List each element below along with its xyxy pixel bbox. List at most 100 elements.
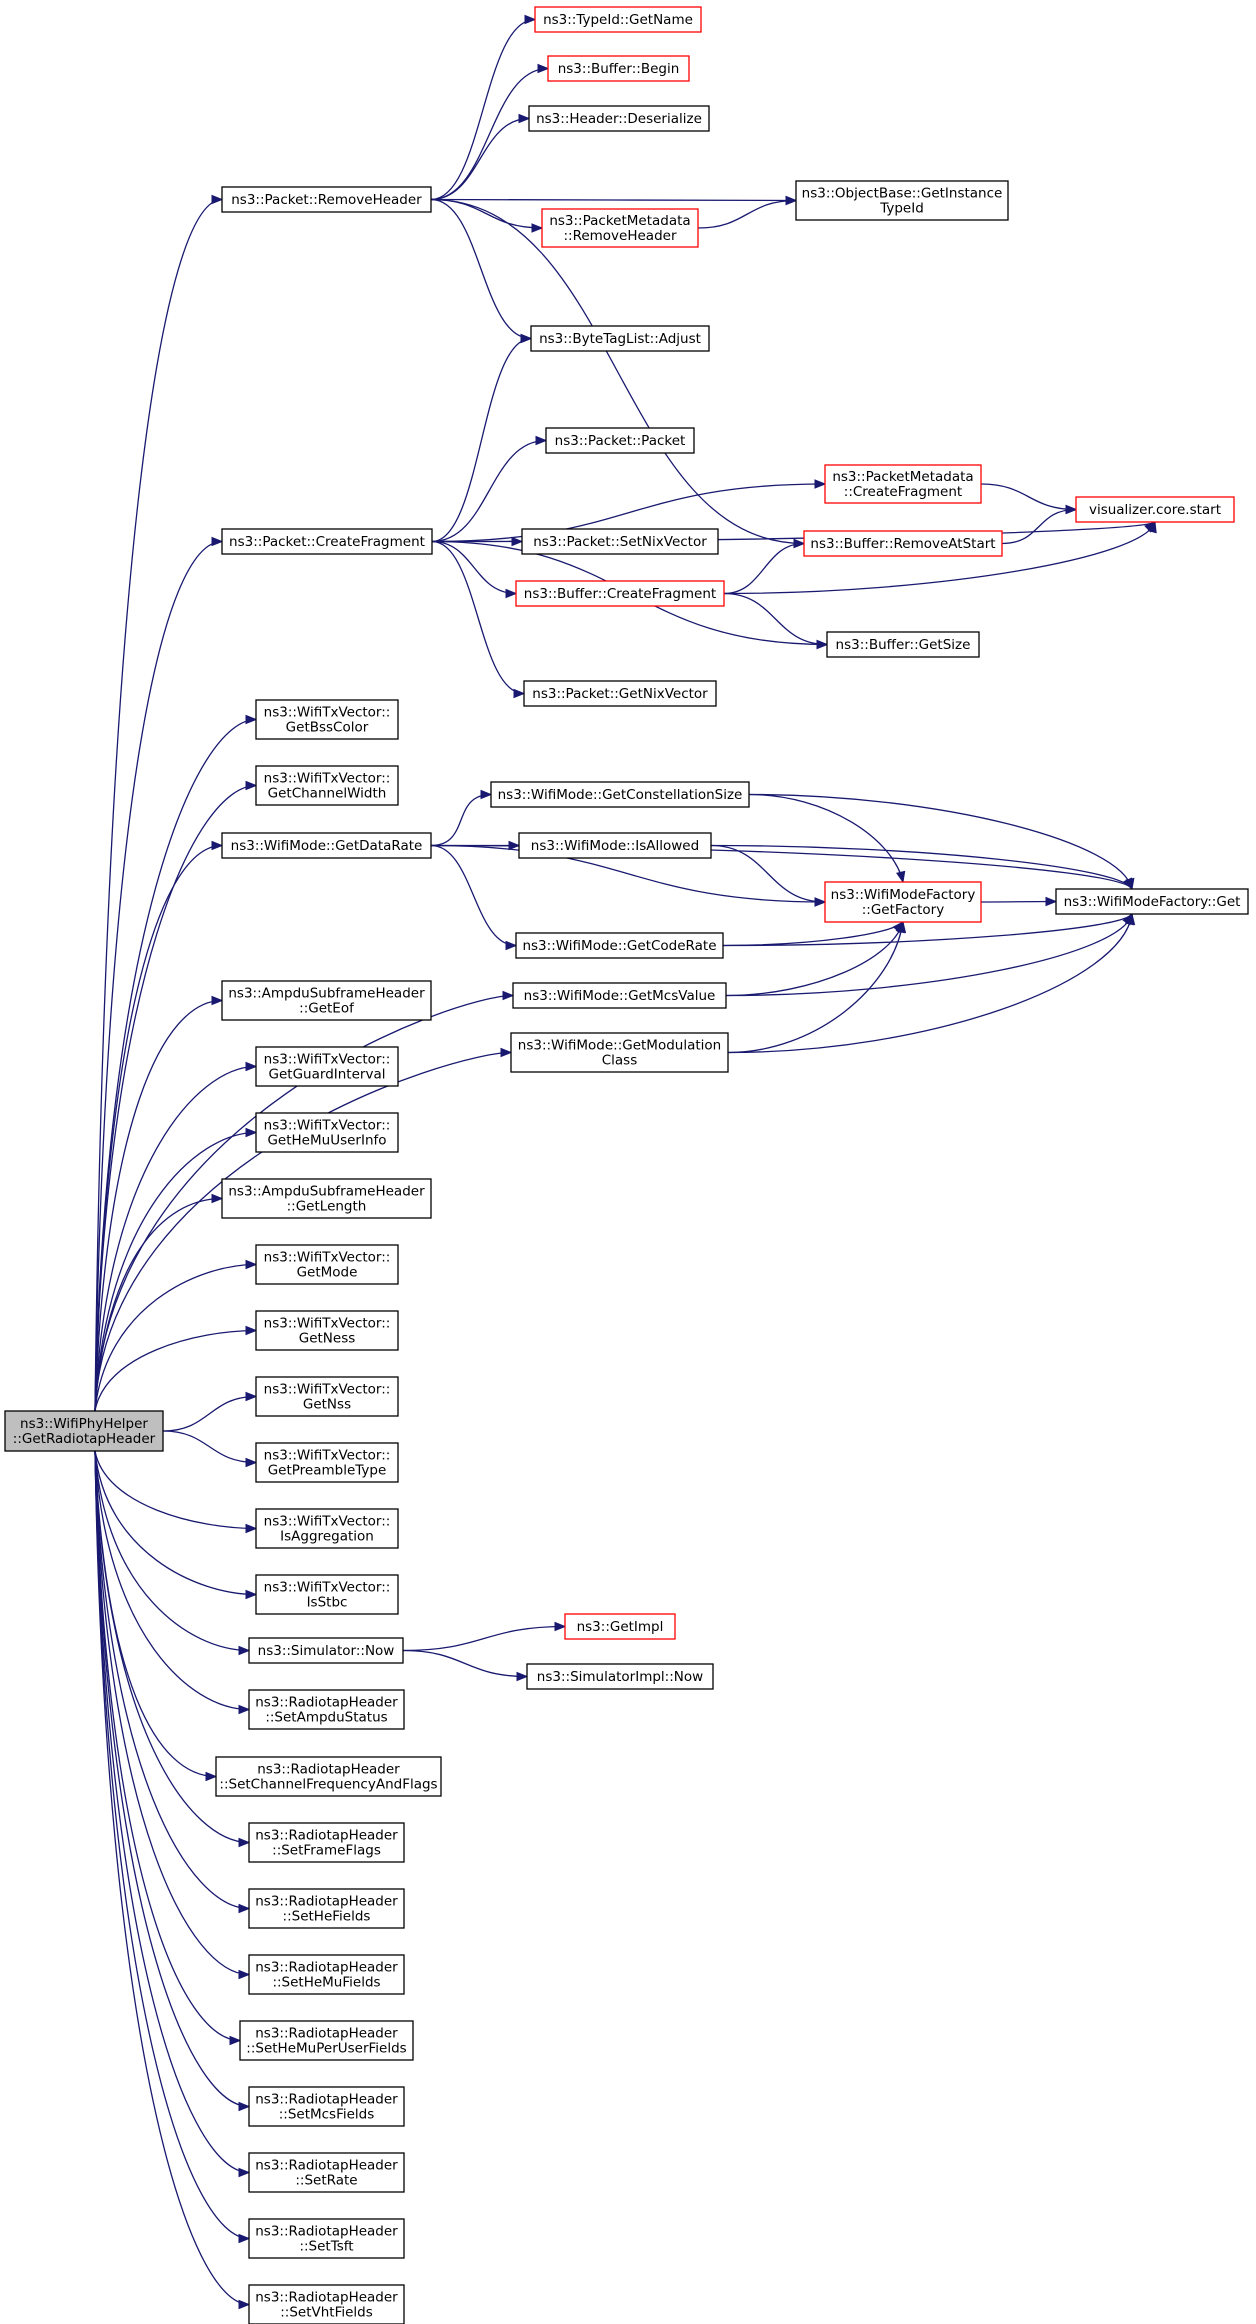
edge-wifimode-getmodulationclass-to-wifimodefactory-get xyxy=(727,913,1133,1054)
node-rh-settsft[interactable]: ns3::RadiotapHeader::SetTsft xyxy=(248,2218,405,2259)
node-rh-setmcsfields[interactable]: ns3::RadiotapHeader::SetMcsFields xyxy=(248,2086,405,2127)
arrowhead xyxy=(229,2035,242,2046)
node-packet-setnixvector[interactable]: ns3::Packet::SetNixVector xyxy=(521,528,719,555)
arrowhead xyxy=(1045,896,1058,907)
node-label: ns3::WifiTxVector:: xyxy=(264,1250,391,1266)
node-label: ns3::WifiMode::GetMcsValue xyxy=(524,988,716,1004)
node-txv-getchannelwidth[interactable]: ns3::WifiTxVector::GetChannelWidth xyxy=(255,765,399,806)
node-label: GetPreambleType xyxy=(268,1463,387,1479)
node-label: Class xyxy=(602,1053,638,1069)
node-buffer-createfragment[interactable]: ns3::Buffer::CreateFragment xyxy=(515,580,725,607)
node-rh-setrate[interactable]: ns3::RadiotapHeader::SetRate xyxy=(248,2152,405,2193)
arrowhead xyxy=(793,538,806,549)
node-box xyxy=(255,1574,399,1615)
node-label: GetNss xyxy=(303,1397,351,1413)
node-label: ::SetHeMuFields xyxy=(272,1975,380,1991)
node-label: GetMode xyxy=(297,1265,358,1281)
edge-packet-createfragment-to-packet-getnixvector xyxy=(431,540,525,695)
edge-buffer-removeatstart-to-visualizer-core-start xyxy=(1001,508,1077,545)
arrowhead xyxy=(513,688,526,699)
node-label: ns3::RadiotapHeader xyxy=(257,1762,400,1778)
node-txv-getguardinterval[interactable]: ns3::WifiTxVector::GetGuardInterval xyxy=(255,1046,399,1087)
edge-root-to-ampdu-geteof xyxy=(94,999,223,1412)
node-label: ::RemoveHeader xyxy=(563,228,676,244)
node-label: TypeId xyxy=(879,201,924,217)
node-header-deserialize[interactable]: ns3::Header::Deserialize xyxy=(528,105,710,132)
node-label: ns3::AmpduSubframeHeader xyxy=(228,986,425,1002)
node-rh-setframeflags[interactable]: ns3::RadiotapHeader::SetFrameFlags xyxy=(248,1822,405,1863)
node-wifimodefactory-get[interactable]: ns3::WifiModeFactory::Get xyxy=(1055,888,1249,915)
node-label: ns3::WifiModeFactory::Get xyxy=(1064,894,1241,910)
function-nodes: ns3::WifiPhyHelper::GetRadiotapHeaderns3… xyxy=(4,6,1249,2324)
node-buffer-removeatstart[interactable]: ns3::Buffer::RemoveAtStart xyxy=(803,530,1003,557)
node-box xyxy=(515,932,724,959)
node-ampdu-geteof[interactable]: ns3::AmpduSubframeHeader::GetEof xyxy=(221,980,432,1021)
node-rh-sethefields[interactable]: ns3::RadiotapHeader::SetHeFields xyxy=(248,1888,405,1929)
node-txv-getmode[interactable]: ns3::WifiTxVector::GetMode xyxy=(255,1244,399,1285)
node-bytetaglist-adjust[interactable]: ns3::ByteTagList::Adjust xyxy=(530,325,710,352)
node-wifimode-getdatarate[interactable]: ns3::WifiMode::GetDataRate xyxy=(221,832,432,859)
edge-root-to-txv-getguardinterval xyxy=(94,1065,257,1412)
node-wifimode-isallowed[interactable]: ns3::WifiMode::IsAllowed xyxy=(518,832,712,859)
arrowhead xyxy=(238,2101,251,2112)
node-simulator-now[interactable]: ns3::Simulator::Now xyxy=(248,1637,404,1664)
node-packetmetadata-removeheader[interactable]: ns3::PacketMetadata::RemoveHeader xyxy=(541,208,699,248)
node-label: ns3::WifiMode::GetModulation xyxy=(518,1038,721,1054)
node-rh-setvhtfields[interactable]: ns3::RadiotapHeader::SetVhtFields xyxy=(248,2284,405,2324)
node-box xyxy=(803,530,1003,557)
node-packet-getnixvector[interactable]: ns3::Packet::GetNixVector xyxy=(523,680,717,707)
edge-packet-removeheader-to-bytetaglist-adjust xyxy=(430,198,532,340)
node-buffer-getsize[interactable]: ns3::Buffer::GetSize xyxy=(826,631,980,658)
node-getimpl[interactable]: ns3::GetImpl xyxy=(564,1613,676,1640)
node-visualizer-core-start[interactable]: visualizer.core.start xyxy=(1075,496,1235,523)
arrowhead xyxy=(524,14,537,25)
node-label: ::CreateFragment xyxy=(844,484,962,500)
node-txv-getness[interactable]: ns3::WifiTxVector::GetNess xyxy=(255,1310,399,1351)
node-txv-getnss[interactable]: ns3::WifiTxVector::GetNss xyxy=(255,1376,399,1417)
node-label: ns3::WifiTxVector:: xyxy=(264,1382,391,1398)
node-buffer-begin[interactable]: ns3::Buffer::Begin xyxy=(547,55,690,82)
arrowhead xyxy=(245,714,258,725)
node-rh-sethemufields[interactable]: ns3::RadiotapHeader::SetHeMuFields xyxy=(248,1954,405,1995)
node-label: ns3::RadiotapHeader xyxy=(255,2158,398,2174)
edge-root-to-simulator-now xyxy=(94,1450,250,1652)
node-label: visualizer.core.start xyxy=(1089,502,1221,518)
node-box xyxy=(521,528,719,555)
node-root[interactable]: ns3::WifiPhyHelper::GetRadiotapHeader xyxy=(4,1410,164,1452)
node-wifimode-getconstellationsize[interactable]: ns3::WifiMode::GetConstellationSize xyxy=(490,781,750,808)
node-txv-getbsscolor[interactable]: ns3::WifiTxVector::GetBssColor xyxy=(255,699,399,740)
node-wifimode-getcoderate[interactable]: ns3::WifiMode::GetCodeRate xyxy=(515,932,724,959)
node-packet-removeheader[interactable]: ns3::Packet::RemoveHeader xyxy=(221,186,432,213)
edge-wifimode-getdatarate-to-wifimodefactory-getfactory xyxy=(430,844,826,903)
node-label: ns3::PacketMetadata xyxy=(832,469,973,485)
node-label: ::SetVhtFields xyxy=(280,2305,373,2321)
arrowhead xyxy=(537,63,550,74)
node-label: ::SetAmpduStatus xyxy=(265,1710,387,1726)
arrowhead xyxy=(245,1391,258,1402)
node-label: ::SetChannelFrequencyAndFlags xyxy=(219,1777,437,1793)
node-wifimode-getmcsvalue[interactable]: ns3::WifiMode::GetMcsValue xyxy=(512,982,727,1009)
node-typeid-getname[interactable]: ns3::TypeId::GetName xyxy=(534,6,702,33)
node-rh-setampdustatus[interactable]: ns3::RadiotapHeader::SetAmpduStatus xyxy=(248,1689,405,1730)
node-ampdu-getlength[interactable]: ns3::AmpduSubframeHeader::GetLength xyxy=(221,1178,432,1219)
node-wifimodefactory-getfactory[interactable]: ns3::WifiModeFactory::GetFactory xyxy=(824,881,982,923)
arrowhead xyxy=(500,1047,513,1058)
node-txv-isaggregation[interactable]: ns3::WifiTxVector::IsAggregation xyxy=(255,1508,399,1549)
node-label: ::GetFactory xyxy=(862,902,944,918)
node-box xyxy=(248,1888,405,1929)
node-rh-sethemuperuserfields[interactable]: ns3::RadiotapHeader::SetHeMuPerUserField… xyxy=(239,2020,414,2061)
node-txv-getpreambletype[interactable]: ns3::WifiTxVector::GetPreambleType xyxy=(255,1442,399,1483)
edge-root-to-wifimode-getmodulationclass xyxy=(94,1051,512,1412)
node-box xyxy=(490,781,750,808)
edge-wifimode-getconstellationsize-to-wifimodefactory-get xyxy=(748,793,1133,890)
node-packetmetadata-createfragment[interactable]: ns3::PacketMetadata::CreateFragment xyxy=(824,464,982,504)
node-packet-packet[interactable]: ns3::Packet::Packet xyxy=(545,427,695,454)
node-txv-gethemuuserinfo[interactable]: ns3::WifiTxVector::GetHeMuUserInfo xyxy=(255,1112,399,1153)
node-packet-createfragment[interactable]: ns3::Packet::CreateFragment xyxy=(221,528,433,555)
node-txv-isstbc[interactable]: ns3::WifiTxVector::IsStbc xyxy=(255,1574,399,1615)
node-simulatorimpl-now[interactable]: ns3::SimulatorImpl::Now xyxy=(526,1663,714,1690)
node-rh-setchannelfrequencyandflags[interactable]: ns3::RadiotapHeader::SetChannelFrequency… xyxy=(215,1756,442,1797)
edge-root-to-txv-getmode xyxy=(94,1263,257,1412)
